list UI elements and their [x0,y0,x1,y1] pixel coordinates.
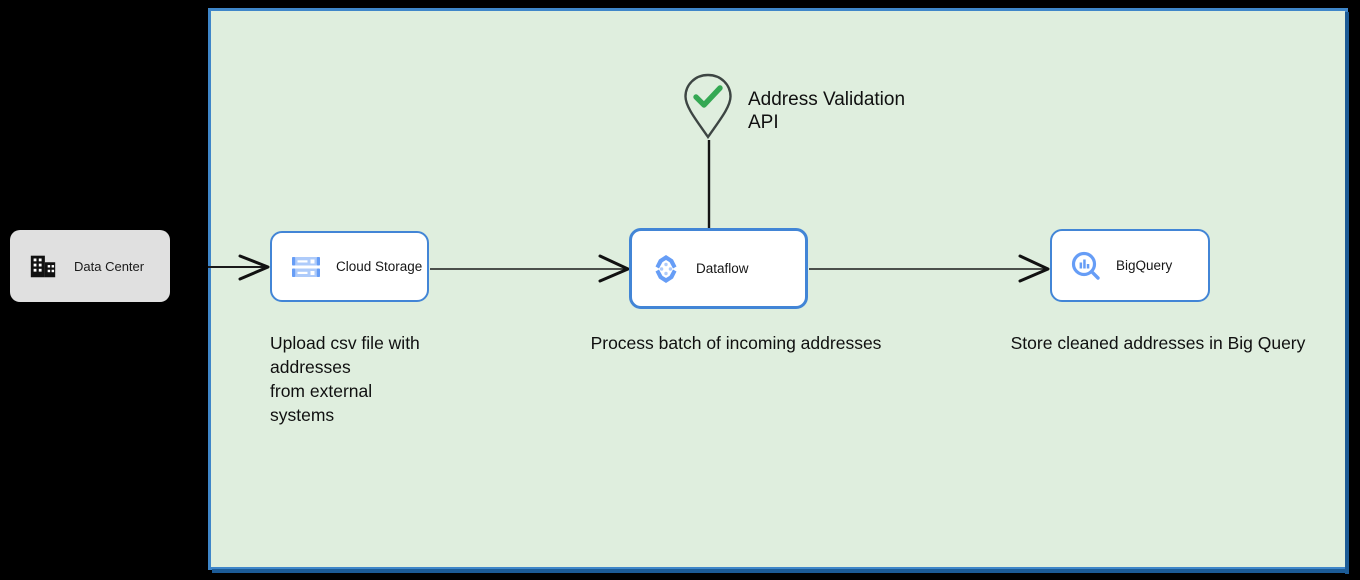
bigquery-node[interactable]: BigQuery [1050,229,1210,302]
data-center-label: Data Center [74,258,145,274]
caption-upload: Upload csv file with addresses from exte… [270,333,420,425]
cloud-storage-label: Cloud Storage [336,259,423,274]
address-validation-api-label: Address Validation API [748,89,906,133]
dataflow-label: Dataflow [696,261,749,276]
map-pin-check-icon [684,73,732,139]
address-validation-api-node[interactable] [682,73,734,139]
cloud-storage-icon [292,256,320,277]
caption-store: Store cleaned addresses in Big Query [1010,333,1306,353]
data-center-node[interactable]: Data Center [10,230,170,302]
bigquery-label: BigQuery [1116,258,1173,273]
bigquery-icon [1071,251,1100,280]
panel-shadow-bottom [212,569,1349,573]
building-icon [30,255,56,278]
dataflow-node[interactable]: Dataflow [629,228,808,309]
caption-process: Process batch of incoming addresses [590,333,882,353]
dataflow-icon [655,254,677,283]
panel-shadow-right [1345,12,1349,574]
cloud-storage-node[interactable]: Cloud Storage [270,231,429,302]
